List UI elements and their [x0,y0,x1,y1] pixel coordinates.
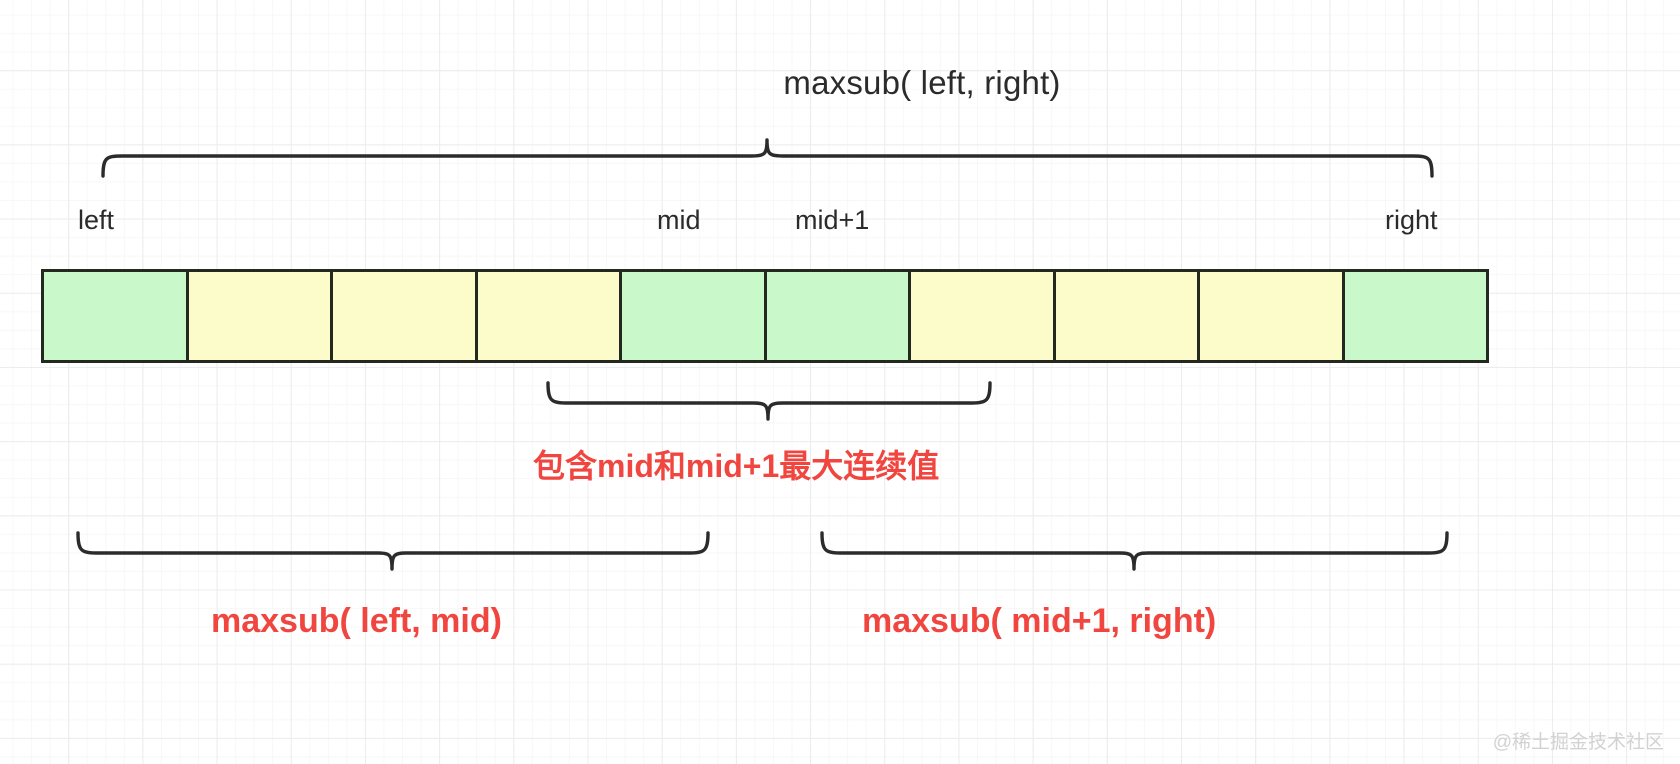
middle-brace-label: 包含mid和mid+1最大连续值 [533,448,940,484]
array-cell-9-yellow [1200,272,1345,360]
index-label-mid: mid [657,205,701,235]
bottom-right-brace-label: maxsub( mid+1, right) [862,602,1217,640]
index-label-mid-plus-1: mid+1 [795,205,870,235]
index-label-left: left [78,205,115,235]
watermark: @稀土掘金技术社区 [1492,732,1664,753]
middle-brace [546,381,992,421]
top-brace-label: maxsub( left, right) [783,64,1061,101]
array-cell-6-green [766,272,911,360]
array-cell-2-yellow [188,272,333,360]
array-cell-10-green [1344,272,1486,360]
index-label-right: right [1385,205,1438,235]
array-cell-5-green [622,272,767,360]
array-cell-8-yellow [1055,272,1200,360]
top-brace [101,138,1434,178]
array-strip [41,269,1489,363]
bottom-left-brace-label: maxsub( left, mid) [211,602,502,640]
array-cell-7-yellow [911,272,1056,360]
bottom-right-brace [820,531,1449,571]
array-cell-4-yellow [477,272,622,360]
bottom-left-brace [76,531,710,571]
array-cell-1-green [44,272,189,360]
array-cell-3-yellow [333,272,478,360]
